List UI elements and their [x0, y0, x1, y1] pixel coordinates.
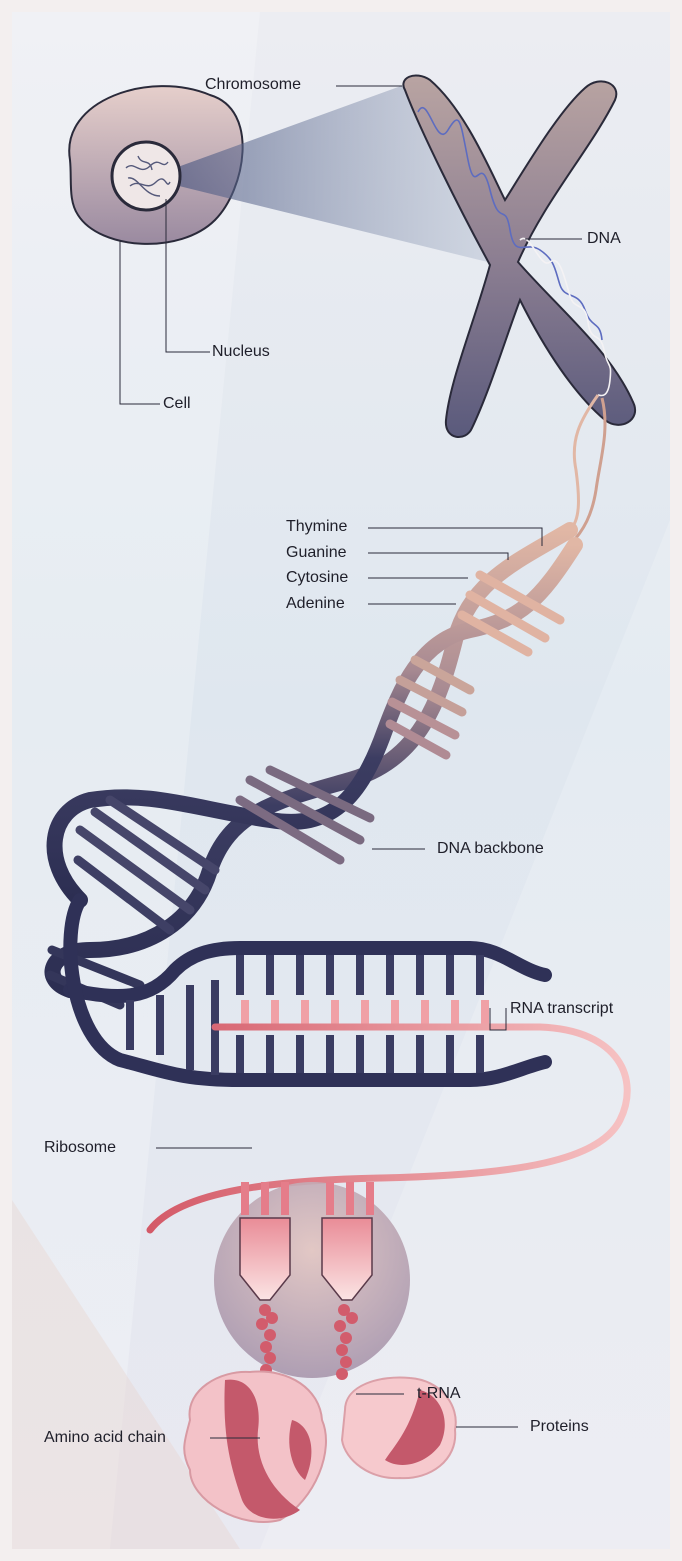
protein-left [184, 1372, 326, 1522]
label-ribosome: Ribosome [44, 1139, 116, 1157]
label-cell: Cell [163, 395, 191, 413]
label-amino-acid-chain: Amino acid chain [44, 1429, 166, 1447]
nucleus [112, 142, 180, 210]
label-cytosine: Cytosine [286, 569, 348, 587]
label-dna-backbone: DNA backbone [437, 840, 544, 858]
label-trna: t-RNA [417, 1385, 461, 1403]
label-nucleus: Nucleus [212, 343, 270, 361]
label-proteins: Proteins [530, 1418, 589, 1436]
label-rna-transcript: RNA transcript [510, 1000, 613, 1018]
label-chromosome: Chromosome [205, 76, 301, 94]
label-adenine: Adenine [286, 595, 345, 613]
label-guanine: Guanine [286, 544, 347, 562]
label-dna: DNA [587, 230, 621, 248]
label-thymine: Thymine [286, 518, 347, 536]
